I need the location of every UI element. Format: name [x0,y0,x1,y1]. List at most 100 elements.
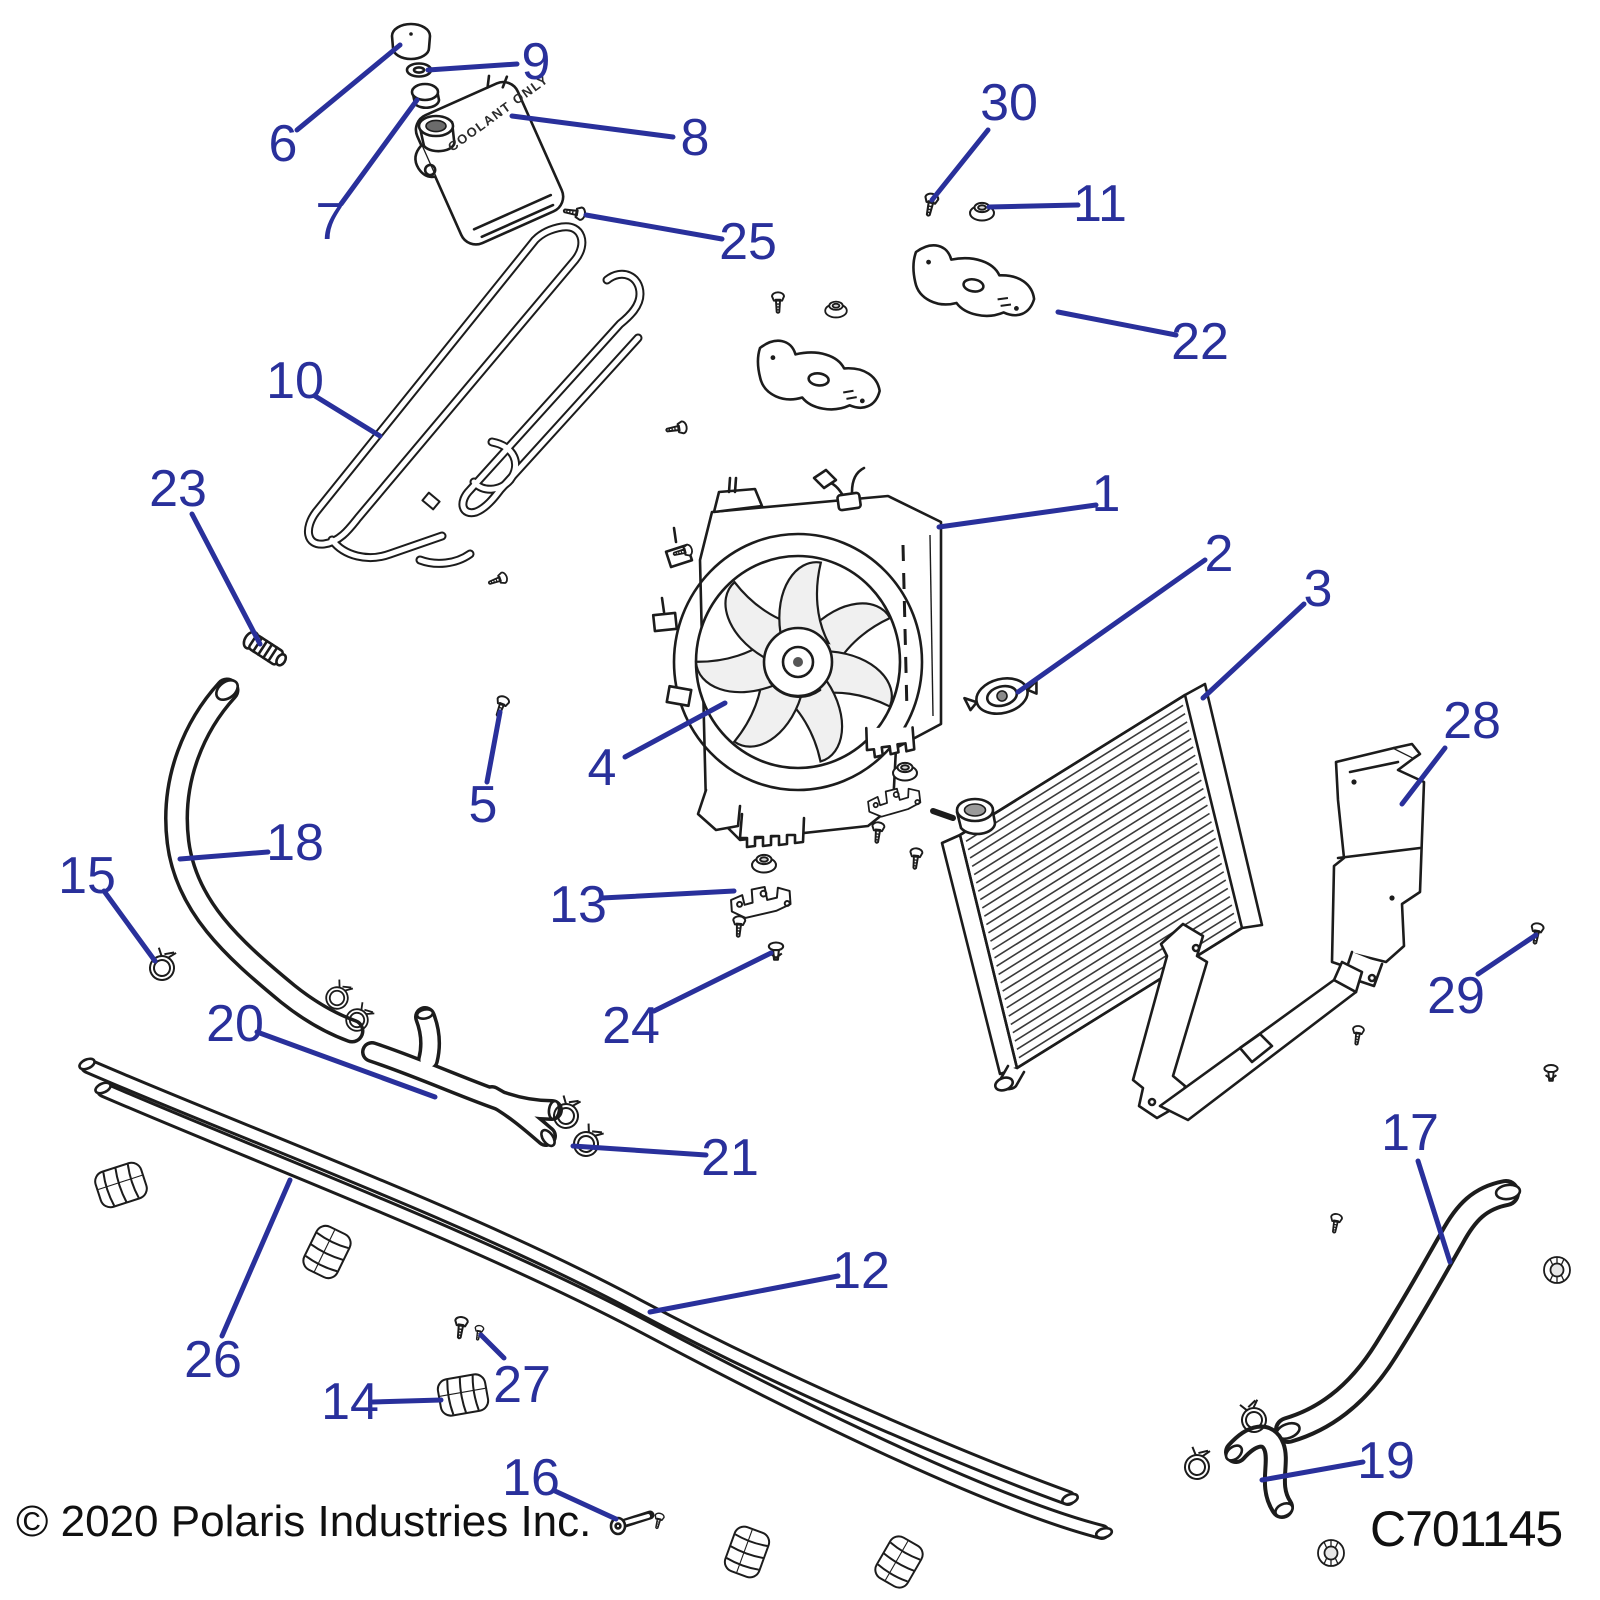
callout-11-label: 11 [1073,175,1127,233]
callout-25-leader [583,212,725,242]
hose-clamp-15 [146,945,180,984]
bottle-neck [417,114,456,153]
radiator [930,682,1264,1092]
callout-6-leader [294,42,403,133]
mount-grommet [751,853,777,874]
radiator-shield [1330,742,1426,988]
radiator-fin [969,721,1188,859]
radiator-fin [1008,879,1227,1017]
copyright-text: © 2020 Polaris Industries Inc. [16,1497,591,1546]
callouts-layer: 1234567891011121314151617181920212223242… [58,33,1539,1522]
fan-wire-connector [812,466,866,512]
pipe-mount-block [91,1159,151,1211]
radiator-fin [967,712,1186,851]
callout-19-leader [1259,1459,1366,1483]
callout-7-leader [338,97,420,207]
callout-27-leader [478,1332,507,1361]
callout-13-leader [599,888,737,901]
radiator-fin [985,787,1204,926]
mount-grommet-2 [892,761,918,782]
hose-clamp [1182,1445,1214,1482]
radiator-fin [996,829,1214,967]
lower-mount-duct [1131,922,1364,1122]
screw [771,291,785,314]
radiator-fin [983,779,1202,917]
radiator-fin [979,762,1198,901]
callout-23-leader [189,511,263,647]
pipe-mount-block [870,1531,928,1593]
radiator-fin [1002,854,1221,992]
callout-11-leader [986,202,1081,210]
fan-mount-bracket [729,884,793,920]
radiator-filler-neck [930,797,997,836]
callout-16-leader [552,1488,619,1522]
callout-29-leader [1475,932,1539,977]
callout-26-leader [219,1177,293,1339]
screw-27a [451,1315,470,1341]
callout-3-leader [1200,601,1307,701]
callout-17-leader [1415,1158,1453,1265]
callout-21-leader [570,1143,709,1158]
radiator-fin [994,821,1212,959]
callout-1-label: 1 [1092,465,1121,523]
callout-12-label: 12 [832,1242,890,1300]
radiator-fin [990,804,1208,942]
filler-plug [410,82,441,110]
callout-12-leader [647,1273,841,1315]
reservoir-cap [390,22,432,61]
radiator-outlet [993,1064,1026,1092]
callout-5-label: 5 [469,776,498,834]
hose-clamp-21b [568,1120,607,1162]
callout-22-leader [1055,309,1179,338]
hose-upper-left [164,677,365,1044]
ribbed-clamp [1543,1256,1571,1284]
ribbed-clamp [1317,1539,1345,1567]
screw [731,914,747,939]
radiator-fin [973,737,1192,876]
callout-10-leader [312,393,383,439]
callout-15-leader [101,888,158,964]
callout-28-leader [1399,745,1448,807]
callout-6-label: 6 [269,115,298,173]
callout-4-label: 4 [588,739,617,797]
radiator-fin [1014,904,1233,1042]
callout-1-leader [936,502,1099,530]
callout-22-label: 22 [1171,313,1229,371]
radiator-fins [965,704,1237,1059]
diagram-code: C701145 [1370,1501,1562,1557]
callout-19-label: 19 [1357,1432,1415,1490]
hose-short-s [1224,1424,1294,1519]
radiator-fin [992,812,1210,951]
radiator-fin [1012,896,1231,1034]
radiator-cap [963,677,1038,715]
radiator-fin [1000,846,1219,984]
pipe-mount-block [721,1522,773,1582]
callout-14-label: 14 [321,1373,379,1431]
radiator-fin [975,746,1194,884]
fan-mount-bracket-2 [866,785,923,819]
callout-4-leader [622,700,728,760]
callout-10-label: 10 [266,352,324,410]
cooling-fan [688,552,903,766]
radiator-fin [1006,871,1225,1009]
callout-24-label: 24 [602,997,660,1055]
radiator-fin [1004,862,1223,1001]
callout-21-label: 21 [701,1129,759,1187]
radiator-fin [988,796,1206,934]
callout-17-label: 17 [1381,1104,1439,1162]
fan-shroud-assembly [651,466,943,849]
screw-25 [561,203,587,222]
callout-18-leader [177,849,271,862]
callout-20-label: 20 [206,995,264,1053]
radiator-fin [971,729,1190,867]
callout-30-leader [929,127,991,203]
radiator-fin [977,754,1196,892]
callout-20-leader [254,1029,438,1100]
screw [486,570,510,590]
hose-rear-right [1274,1179,1522,1444]
callout-16-label: 16 [502,1449,560,1507]
push-rivet [1543,1064,1559,1082]
pipe-mount-block-14 [435,1371,491,1419]
